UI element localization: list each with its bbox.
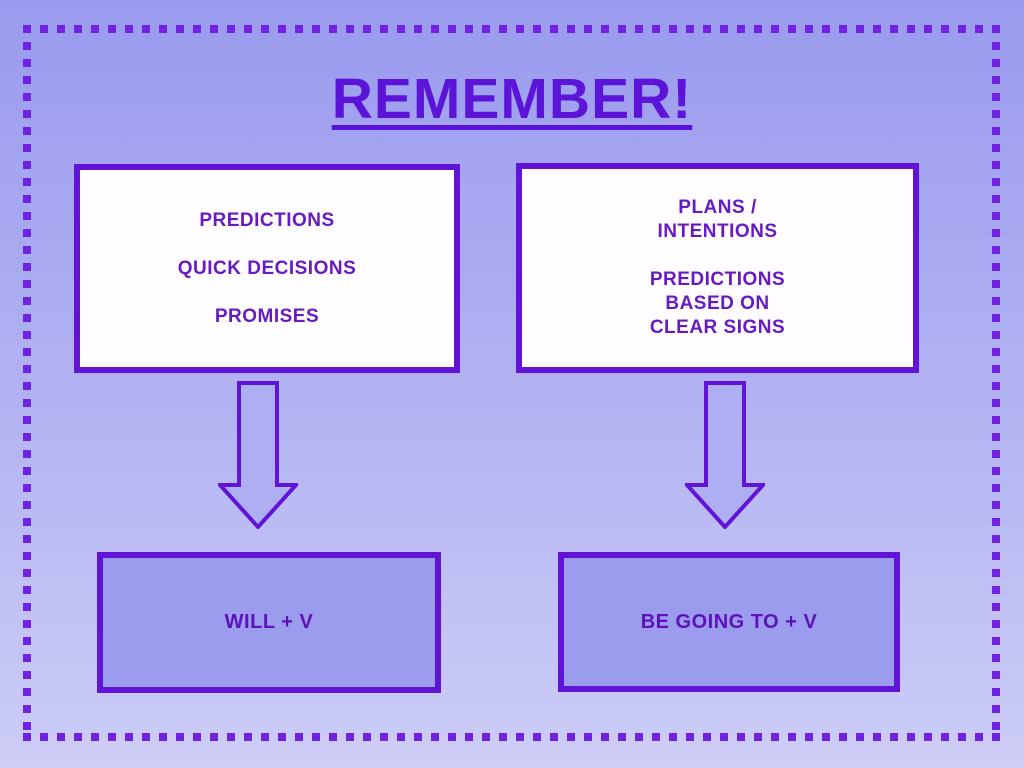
formula-box-be-going-to: BE GOING TO + V — [558, 552, 900, 692]
down-arrow-icon — [218, 381, 298, 529]
uses-box-be-going-to: PLANS / INTENTIONS PREDICTIONS BASED ON … — [516, 163, 919, 373]
formula-box-will: WILL + V — [97, 552, 441, 693]
use-item: PREDICTIONS BASED ON CLEAR SIGNS — [650, 268, 785, 340]
formula-label: BE GOING TO + V — [640, 610, 818, 633]
use-item: PROMISES — [214, 305, 320, 327]
use-item-line: INTENTIONS — [657, 221, 778, 242]
down-arrow-icon — [685, 381, 765, 529]
use-item-line: PREDICTIONS — [649, 269, 786, 290]
use-item-line: CLEAR SIGNS — [649, 317, 786, 338]
use-item: PREDICTIONS — [199, 209, 335, 231]
use-item-line: BASED ON — [665, 293, 770, 314]
use-item: PLANS / INTENTIONS — [657, 196, 777, 244]
uses-box-will: PREDICTIONS QUICK DECISIONS PROMISES — [74, 164, 460, 373]
formula-label: WILL + V — [224, 611, 314, 633]
use-item-line: PLANS / — [678, 197, 757, 218]
page-title: REMEMBER! — [331, 67, 693, 131]
use-item: QUICK DECISIONS — [177, 257, 357, 279]
